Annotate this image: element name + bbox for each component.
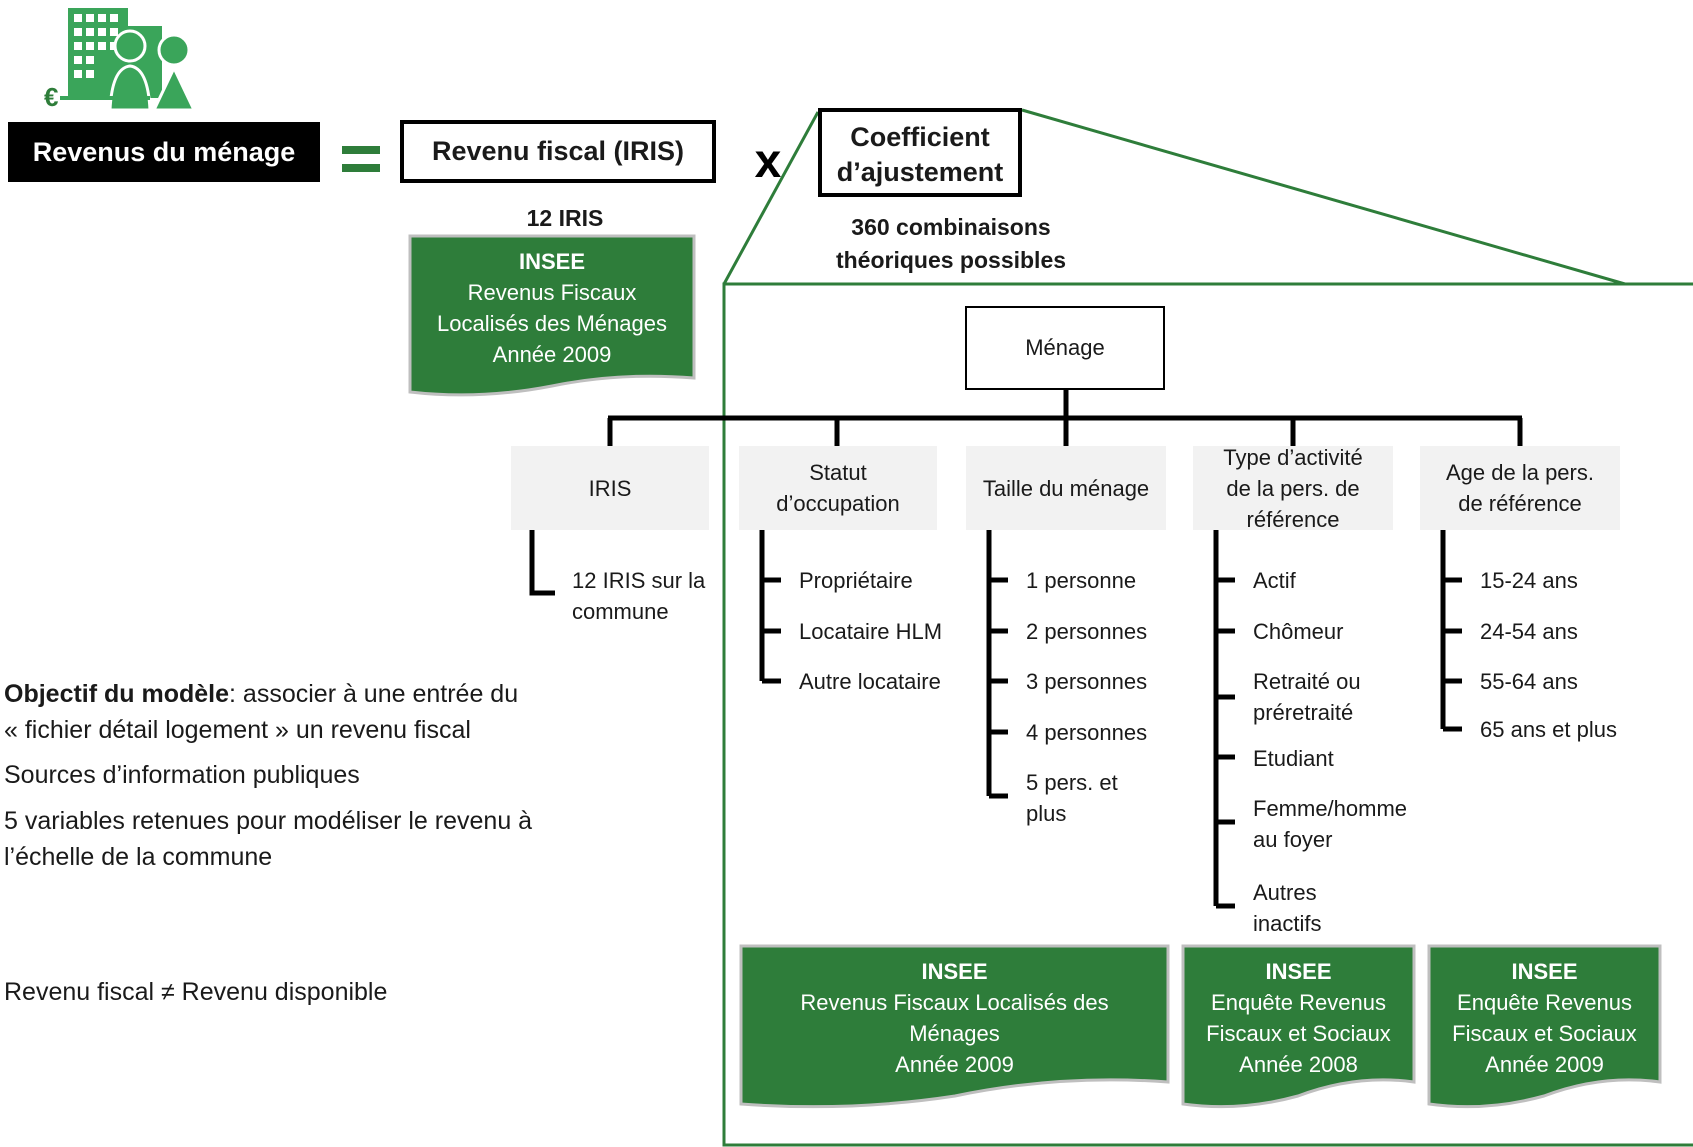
objective-text: : associer à une entrée du	[229, 680, 519, 708]
objective-text-line2: « fichier détail logement » un revenu fi…	[4, 716, 471, 744]
tree-node-reference-age: Age de la pers. de référence	[1420, 446, 1620, 530]
equals-bar-top	[342, 146, 380, 154]
leaf-line: 12 IRIS sur la	[572, 568, 706, 593]
source-document-shape	[739, 944, 1170, 1109]
source-document-shape	[408, 234, 696, 397]
leaf-line: plus	[1026, 801, 1067, 826]
source-title: INSEE	[518, 249, 586, 274]
model-objective-note: Objectif du modèle: associer à une entré…	[4, 676, 664, 748]
node-label-line: d’occupation	[776, 491, 900, 516]
leaf-line: 5 pers. et	[1026, 770, 1118, 795]
leaf-line: Femme/homme	[1253, 796, 1408, 821]
tree-leaf: Etudiant	[1253, 746, 1334, 771]
source-title: INSEE	[921, 959, 988, 984]
multiply-sign: x	[754, 134, 782, 188]
svg-text:€: €	[44, 82, 58, 112]
tree-leaf: 12 IRIS sur la commune	[572, 565, 705, 627]
source-title: INSEE	[1265, 959, 1332, 984]
source-insee-erfs-2009: INSEE Enquête Revenus Fiscaux et Sociaux…	[1429, 956, 1660, 1080]
node-label-line: référence	[1246, 506, 1340, 532]
leaf-line: commune	[572, 599, 669, 624]
tree-root-household: Ménage	[965, 306, 1165, 390]
household-income-label: Revenus du ménage	[32, 136, 296, 167]
combinations-line2: théoriques possibles	[835, 247, 1067, 273]
tree-leaf: 3 personnes	[1026, 669, 1148, 694]
adjustment-coefficient-line1: Coefficient	[850, 122, 990, 152]
tree-leaf: 5 pers. et plus	[1026, 767, 1118, 829]
tree-leaf: Actif	[1253, 568, 1296, 593]
node-label-line: IRIS	[588, 475, 632, 501]
tree-leaf: 24-54 ans	[1480, 619, 1578, 644]
source-document-shape	[1427, 944, 1662, 1109]
combinations-line1: 360 combinaisons	[851, 214, 1051, 240]
leaf-line: Autres	[1253, 880, 1317, 905]
source-line: Fiscaux et Sociaux	[1206, 1021, 1391, 1046]
source-document-shape	[1181, 944, 1416, 1109]
tree-leaf: 15-24 ans	[1480, 568, 1578, 593]
source-line: Revenus Fiscaux	[467, 280, 637, 305]
tree-node-occupancy-status: Statut d’occupation	[739, 446, 937, 530]
source-line: Enquête Revenus	[1457, 990, 1632, 1015]
source-title: INSEE	[1511, 959, 1578, 984]
tree-leaf: Chômeur	[1253, 619, 1344, 644]
variables-note-line2: l’échelle de la commune	[4, 843, 273, 871]
node-label-line: de la pers. de	[1226, 475, 1360, 501]
tree-leaf: 55-64 ans	[1480, 669, 1578, 694]
tree-frame	[722, 282, 1693, 1147]
fiscal-income-box: Revenu fiscal (IRIS)	[400, 120, 716, 183]
tree-leaf: Propriétaire	[799, 568, 913, 593]
tree-node-household-size: Taille du ménage	[966, 446, 1166, 530]
tree-leaf: 2 personnes	[1026, 619, 1148, 644]
tree-leaf: 4 personnes	[1026, 720, 1148, 745]
leaf-line: au foyer	[1253, 827, 1333, 852]
fiscal-vs-disposable-note: Revenu fiscal ≠ Revenu disponible	[4, 978, 388, 1006]
tree-leaf: Retraité ou préretraité	[1253, 666, 1361, 728]
fiscal-income-label: Revenu fiscal (IRIS)	[431, 136, 685, 166]
iris-count-label: 12 IRIS	[526, 204, 604, 231]
tree-leaf: Autre locataire	[799, 669, 941, 694]
zoom-line-right	[1021, 108, 1626, 286]
equals-bar-bottom	[342, 164, 380, 172]
tree-root-label: Ménage	[1025, 335, 1105, 360]
source-line: Année 2009	[1485, 1052, 1604, 1077]
tree-leaf: 65 ans et plus	[1480, 717, 1617, 742]
leaf-line: préretraité	[1253, 700, 1354, 725]
objective-label: Objectif du modèle	[4, 680, 230, 708]
source-line: Ménages	[909, 1021, 1000, 1046]
tree-leaf: 1 personne	[1026, 568, 1137, 593]
source-line: Année 2009	[895, 1052, 1014, 1077]
adjustment-coefficient-line2: d’ajustement	[836, 157, 1004, 187]
leaf-line: Retraité ou	[1253, 669, 1361, 694]
node-label-line: de référence	[1458, 491, 1582, 516]
source-line: Localisés des Ménages	[437, 311, 667, 336]
source-line: Revenus Fiscaux Localisés des	[800, 990, 1109, 1015]
node-label-line: Statut	[809, 460, 867, 485]
node-label-line: Type d’activité	[1223, 444, 1363, 470]
public-sources-note: Sources d’information publiques	[4, 761, 360, 789]
source-line: Enquête Revenus	[1211, 990, 1386, 1015]
source-line: Année 2008	[1239, 1052, 1358, 1077]
adjustment-coefficient-box: Coefficient d’ajustement	[818, 108, 1022, 197]
source-line: Année 2009	[492, 342, 612, 367]
tree-node-activity-type: Type d’activité de la pers. de référence	[1193, 445, 1393, 532]
tree-leaf: Femme/homme au foyer	[1253, 793, 1407, 855]
source-insee-erfs-2008: INSEE Enquête Revenus Fiscaux et Sociaux…	[1183, 956, 1414, 1080]
source-line: Fiscaux et Sociaux	[1452, 1021, 1637, 1046]
tree-leaf: Autres inactifs	[1253, 877, 1321, 939]
leaf-line: inactifs	[1253, 911, 1322, 936]
combinations-label: 360 combinaisons théoriques possibles	[806, 211, 1096, 277]
source-insee-rflm-bottom: INSEE Revenus Fiscaux Localisés des Ména…	[741, 956, 1168, 1080]
tree-leaf: Locataire HLM	[799, 619, 943, 644]
building-people-euro-icon: €	[44, 8, 197, 112]
node-label-line: Age de la pers.	[1446, 460, 1594, 485]
variables-note-line1: 5 variables retenues pour modéliser le r…	[4, 807, 533, 835]
node-label-line: Taille du ménage	[982, 475, 1150, 501]
zoom-line-left	[722, 111, 820, 285]
source-insee-rflm-top: INSEE Revenus Fiscaux Localisés des Ména…	[410, 246, 694, 370]
tree-node-iris: IRIS	[511, 446, 709, 530]
household-income-box: Revenus du ménage	[8, 122, 320, 182]
variables-note: 5 variables retenues pour modéliser le r…	[4, 803, 664, 875]
